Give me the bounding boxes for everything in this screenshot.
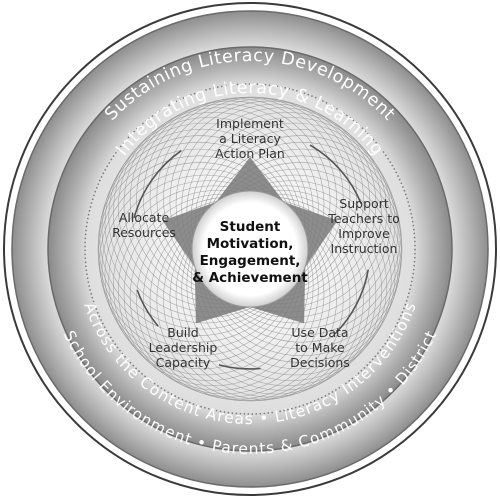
step-line: Instruction: [331, 241, 398, 256]
cycle-arrows: [133, 144, 369, 370]
lattice-circle: [118, 189, 319, 391]
center-hub: [191, 190, 309, 308]
step-line: to Make: [295, 340, 345, 355]
step-line: Resources: [112, 225, 176, 240]
center-line-2: Motivation,: [207, 236, 294, 252]
cycle-arc: [136, 289, 159, 327]
center-line-4: & Achievement: [192, 270, 308, 286]
step-line: Implement: [216, 116, 284, 131]
step-line: Leadership: [149, 340, 218, 355]
cycle-arc: [218, 364, 261, 370]
step-allocate-resources: Allocate Resources: [112, 210, 176, 240]
cycle-arc: [334, 269, 369, 335]
lattice-circle: [190, 180, 392, 381]
step-line: Allocate: [119, 210, 170, 225]
center-line-3: Engagement,: [200, 253, 301, 269]
lattice-circle: [181, 189, 382, 391]
step-line: Capacity: [156, 355, 211, 370]
center-line-1: Student: [220, 219, 281, 235]
step-line: Decisions: [290, 355, 350, 370]
step-use-data: Use Data to Make Decisions: [290, 325, 350, 370]
center-label: Student Motivation, Engagement, & Achiev…: [192, 219, 308, 286]
step-line: a Literacy: [219, 131, 281, 146]
step-support-teachers: Support Teachers to Improve Instruction: [327, 196, 400, 256]
lattice-circle: [108, 180, 310, 381]
step-line: Improve: [338, 226, 390, 241]
step-line: Build: [167, 325, 198, 340]
step-line: Action Plan: [215, 146, 285, 161]
cycle-arc: [309, 144, 363, 205]
step-build-leadership: Build Leadership Capacity: [149, 325, 218, 370]
step-line: Teachers to: [327, 211, 400, 226]
step-line: Use Data: [291, 325, 348, 340]
cycle-arc: [133, 150, 182, 219]
step-implement-plan: Implement a Literacy Action Plan: [215, 116, 285, 161]
step-line: Support: [339, 196, 389, 211]
